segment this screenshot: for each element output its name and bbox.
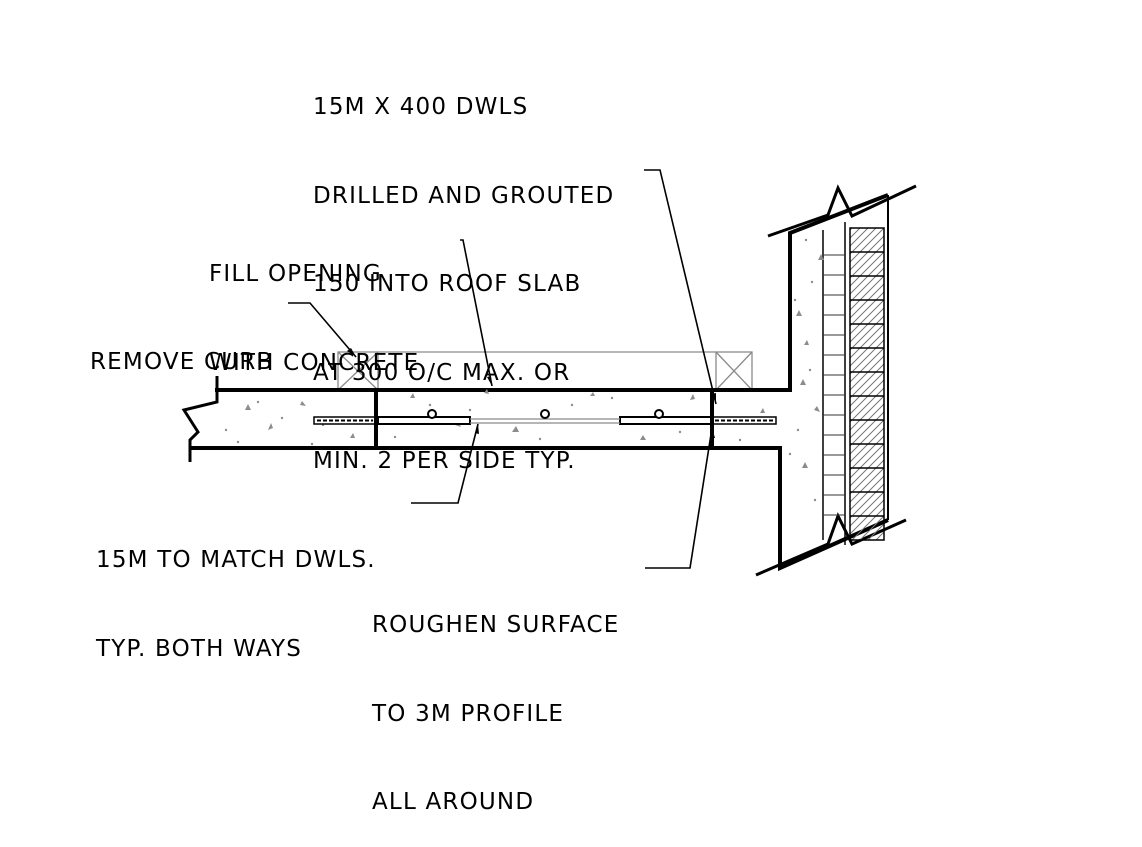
wall-section [822,222,885,545]
leader-lines [288,169,717,569]
dowel-note: 15M X 400 DWLS DRILLED AND GROUTED 150 I… [313,34,614,506]
fill-opening-line-2: WITH CONCRETE [209,349,420,376]
slab-opening-detail-drawing [181,169,917,577]
roughen-note-line-2: TO 3M PROFILE [372,700,565,727]
dowel-note-line-4: AT 300 O/C MAX. OR [313,359,571,386]
fill-opening-note: FILL OPENING WITH CONCRETE [209,201,419,408]
masonry-units [849,227,885,541]
roughened-joints [374,390,714,448]
rebar-note: 15M TO MATCH DWLS. TYP. BOTH WAYS [96,487,376,694]
roughen-note: ROUGHEN SURFACE TO 3M PROFILE ALL AROUND [372,552,620,847]
leader-arrowheads [347,348,716,438]
dowel-note-line-2: DRILLED AND GROUTED [313,182,615,209]
fill-opening-line-1: FILL OPENING [209,261,382,287]
roughen-note-line-1: ROUGHEN SURFACE [372,612,620,638]
rebar-note-line-2: TYP. BOTH WAYS [96,635,303,662]
remove-curb-line-1: REMOVE CURB [90,349,274,375]
dowels-and-rebar [313,409,777,425]
dowel-note-line-3: 150 INTO ROOF SLAB [313,271,582,297]
dowel-note-line-1: 15M X 400 DWLS [313,94,529,120]
remove-curb-note: REMOVE CURB [90,289,274,407]
rebar-note-line-1: 15M TO MATCH DWLS. [96,547,376,573]
dowel-note-line-5: MIN. 2 PER SIDE TYP. [313,448,576,474]
roughen-note-line-3: ALL AROUND [372,789,535,815]
